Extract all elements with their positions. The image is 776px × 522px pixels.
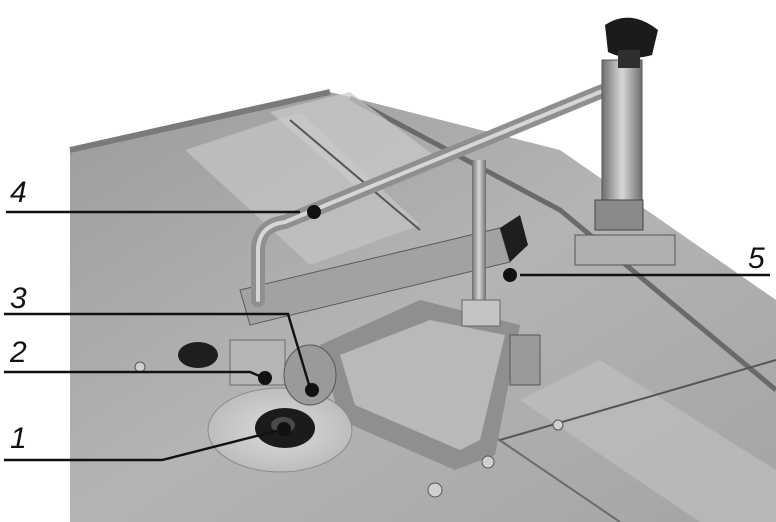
table-slot — [289, 119, 421, 231]
callout-dot-3 — [305, 383, 319, 397]
table-slot — [499, 359, 776, 441]
callout-label-2: 2 — [10, 336, 27, 369]
bent-rod-highlight — [256, 78, 634, 302]
screw — [427, 482, 443, 498]
bracket — [509, 334, 541, 386]
screw — [481, 455, 495, 469]
callout-lines — [4, 205, 770, 462]
callout-label-4: 4 — [10, 176, 27, 209]
column-knob — [605, 17, 658, 58]
column-knob-stem — [618, 50, 640, 68]
callout-line-3 — [4, 312, 312, 389]
table-edge — [69, 89, 331, 153]
base-plate-face — [340, 320, 505, 450]
screw — [134, 361, 146, 373]
callout-dot-4 — [307, 205, 321, 219]
column-base — [574, 234, 676, 266]
callout-label-3: 3 — [10, 282, 27, 315]
callout-dot-1 — [277, 422, 291, 436]
callout-line-1 — [4, 428, 281, 462]
table-panel — [270, 92, 440, 190]
clamp-knob — [178, 342, 218, 368]
callout-line-2 — [4, 370, 263, 379]
clamp-block — [229, 339, 286, 386]
callout-dot-5 — [503, 268, 517, 282]
callout-label-5: 5 — [748, 242, 765, 275]
center-rod — [472, 160, 486, 320]
table-panel — [520, 360, 776, 522]
table-panel — [185, 112, 420, 265]
callout-label-1: 1 — [10, 422, 27, 455]
cross-bar-knob — [500, 215, 528, 262]
column-collar — [594, 199, 644, 231]
screw — [552, 419, 564, 431]
table-edge-right — [348, 95, 776, 392]
rod-block — [461, 299, 501, 327]
clamp-collar — [283, 344, 337, 406]
callout-dot-2 — [258, 371, 272, 385]
